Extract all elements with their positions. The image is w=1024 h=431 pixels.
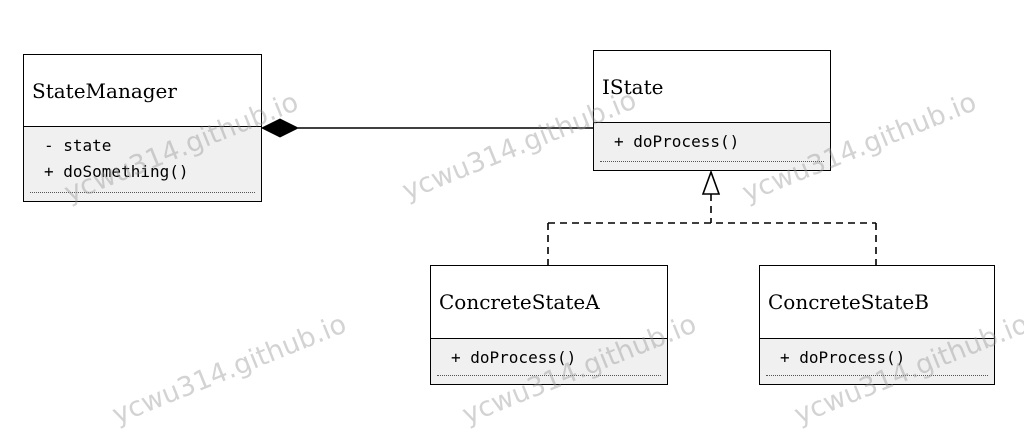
class-members: + doProcess() — [760, 339, 994, 384]
dotted-divider — [766, 375, 988, 376]
class-members: - state + doSomething() — [24, 127, 261, 201]
member-method: + doProcess() — [614, 132, 740, 151]
relationship-lines — [260, 118, 877, 265]
member-method: + doProcess() — [451, 348, 577, 367]
realization-arrowhead — [701, 169, 721, 195]
dotted-divider — [437, 375, 661, 376]
class-name: ConcreteStateB — [760, 266, 994, 339]
class-state-manager[interactable]: StateManager - state + doSomething() — [23, 54, 262, 202]
class-name: ConcreteStateA — [431, 266, 667, 339]
class-members: + doProcess() — [431, 339, 667, 384]
class-istate[interactable]: IState + doProcess() — [593, 50, 831, 171]
member-method: + doSomething() — [44, 162, 189, 181]
dotted-divider — [600, 161, 824, 162]
member-attribute: - state — [44, 136, 112, 155]
composition-diamond — [260, 118, 300, 138]
member-method: + doProcess() — [780, 348, 906, 367]
class-name: StateManager — [24, 55, 261, 127]
class-members: + doProcess() — [594, 123, 830, 170]
dotted-divider — [30, 192, 255, 193]
class-concrete-state-a[interactable]: ConcreteStateA + doProcess() — [430, 265, 668, 385]
class-concrete-state-b[interactable]: ConcreteStateB + doProcess() — [759, 265, 995, 385]
class-name: IState — [594, 51, 830, 123]
